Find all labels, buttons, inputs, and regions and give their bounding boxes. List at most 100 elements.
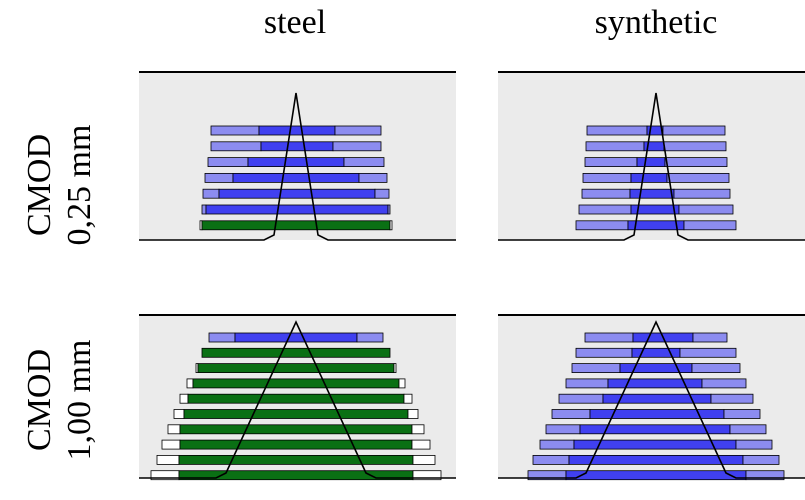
crack-layer-diagram [139, 71, 805, 481]
layer-8-segment-0 [532, 454, 570, 465]
layer-1-segment-0 [201, 347, 391, 358]
layer-5-segment-1 [205, 204, 389, 215]
layer-6-segment-0 [545, 424, 581, 435]
layer-1-segment-1 [631, 347, 681, 358]
layer-5-segment-0 [551, 409, 591, 419]
layer-4-segment-0 [202, 188, 220, 199]
layer-2-segment-0 [571, 363, 621, 374]
layer-4-segment-1 [218, 188, 376, 199]
layer-3-segment-1 [630, 172, 668, 183]
layer-1-segment-0 [585, 141, 645, 152]
layer-2-segment-2 [691, 363, 741, 374]
layer-9-segment-1 [565, 470, 747, 481]
layer-1-segment-2 [332, 141, 382, 152]
layer-4-segment-1 [629, 188, 675, 199]
layer-3-segment-0 [582, 172, 632, 183]
layer-3-segment-2 [398, 378, 406, 389]
layer-2-segment-0 [207, 157, 249, 168]
layer-6-segment-2 [411, 424, 425, 435]
layer-4-segment-2 [374, 188, 390, 199]
layer-8-segment-2 [742, 454, 780, 465]
layer-0-segment-0 [584, 332, 634, 343]
layer-7-segment-0 [539, 439, 575, 450]
layer-3-segment-1 [192, 378, 400, 389]
layer-1-segment-0 [575, 347, 633, 358]
layer-7-segment-1 [179, 439, 413, 450]
layer-3-segment-1 [232, 172, 360, 183]
layer-3-segment-2 [358, 172, 388, 183]
crack-outline [139, 320, 456, 479]
layer-4-segment-2 [673, 188, 731, 199]
layer-8-segment-1 [568, 454, 744, 465]
layer-6-segment-2 [729, 424, 767, 435]
layer-6-segment-0 [167, 424, 181, 435]
layer-0-segment-2 [692, 332, 728, 343]
layer-5-segment-1 [183, 409, 409, 419]
layer-5-segment-2 [723, 409, 761, 419]
layer-7-segment-0 [161, 439, 181, 450]
crack-outline [498, 320, 805, 479]
layer-4-segment-0 [581, 188, 631, 199]
layer-0-segment-0 [208, 332, 236, 343]
layer-2-segment-2 [664, 157, 728, 168]
panel-synthetic-cmod-100 [498, 314, 805, 481]
layer-5-segment-0 [201, 204, 207, 215]
layer-4-segment-0 [179, 393, 189, 404]
layer-2-segment-1 [247, 157, 345, 168]
column-title-steel: steel [263, 4, 327, 41]
layer-0-segment-1 [234, 332, 358, 343]
layer-5-segment-0 [578, 204, 632, 215]
layer-2-segment-0 [584, 157, 638, 168]
layer-7-segment-2 [735, 439, 773, 450]
panel-background [139, 72, 456, 240]
layer-5-segment-2 [407, 409, 419, 419]
crack-outline [139, 92, 456, 241]
layer-6-segment-0 [575, 220, 629, 231]
layer-3-segment-2 [701, 378, 747, 389]
layer-8-segment-2 [412, 454, 436, 465]
layer-8-segment-0 [156, 454, 180, 465]
panel-background [498, 72, 805, 240]
layer-0-segment-0 [210, 125, 260, 136]
layer-4-segment-1 [187, 393, 405, 404]
layer-0-segment-2 [356, 332, 384, 343]
layer-1-segment-2 [663, 141, 727, 152]
layer-0-segment-0 [586, 125, 648, 136]
crack-outline [498, 92, 805, 241]
layer-5-segment-0 [173, 409, 185, 419]
layer-4-segment-2 [403, 393, 413, 404]
layer-6-segment-1 [179, 424, 413, 435]
layer-9-segment-2 [412, 470, 442, 481]
layer-2-segment-1 [619, 363, 693, 374]
layer-3-segment-0 [565, 378, 609, 389]
layer-5-segment-1 [589, 409, 725, 419]
layer-4-segment-2 [710, 393, 754, 404]
layer-4-segment-0 [558, 393, 604, 404]
column-title-synthetic: synthetic [594, 4, 718, 41]
layer-3-segment-0 [186, 378, 194, 389]
layer-5-segment-2 [678, 204, 734, 215]
layer-3-segment-1 [607, 378, 703, 389]
layer-7-segment-2 [411, 439, 431, 450]
layer-0-segment-1 [258, 125, 336, 136]
layer-1-segment-2 [679, 347, 737, 358]
layer-1-segment-1 [260, 141, 334, 152]
layer-6-segment-1 [201, 220, 391, 231]
layer-6-segment-2 [683, 220, 737, 231]
panel-steel-cmod-100 [139, 314, 456, 481]
layer-8-segment-1 [178, 454, 414, 465]
layer-0-segment-2 [334, 125, 382, 136]
layer-3-segment-0 [204, 172, 234, 183]
layer-0-segment-2 [662, 125, 726, 136]
layer-2-segment-1 [636, 157, 666, 168]
layer-1-segment-0 [210, 141, 262, 152]
panel-synthetic-cmod-025 [498, 71, 805, 241]
layer-5-segment-2 [387, 204, 391, 215]
layer-9-segment-2 [745, 470, 785, 481]
panel-steel-cmod-025 [139, 71, 456, 241]
layer-2-segment-2 [343, 157, 385, 168]
layer-2-segment-1 [197, 363, 395, 374]
layer-3-segment-2 [666, 172, 730, 183]
layer-6-segment-2 [389, 220, 393, 231]
layer-2-segment-2 [393, 363, 397, 374]
